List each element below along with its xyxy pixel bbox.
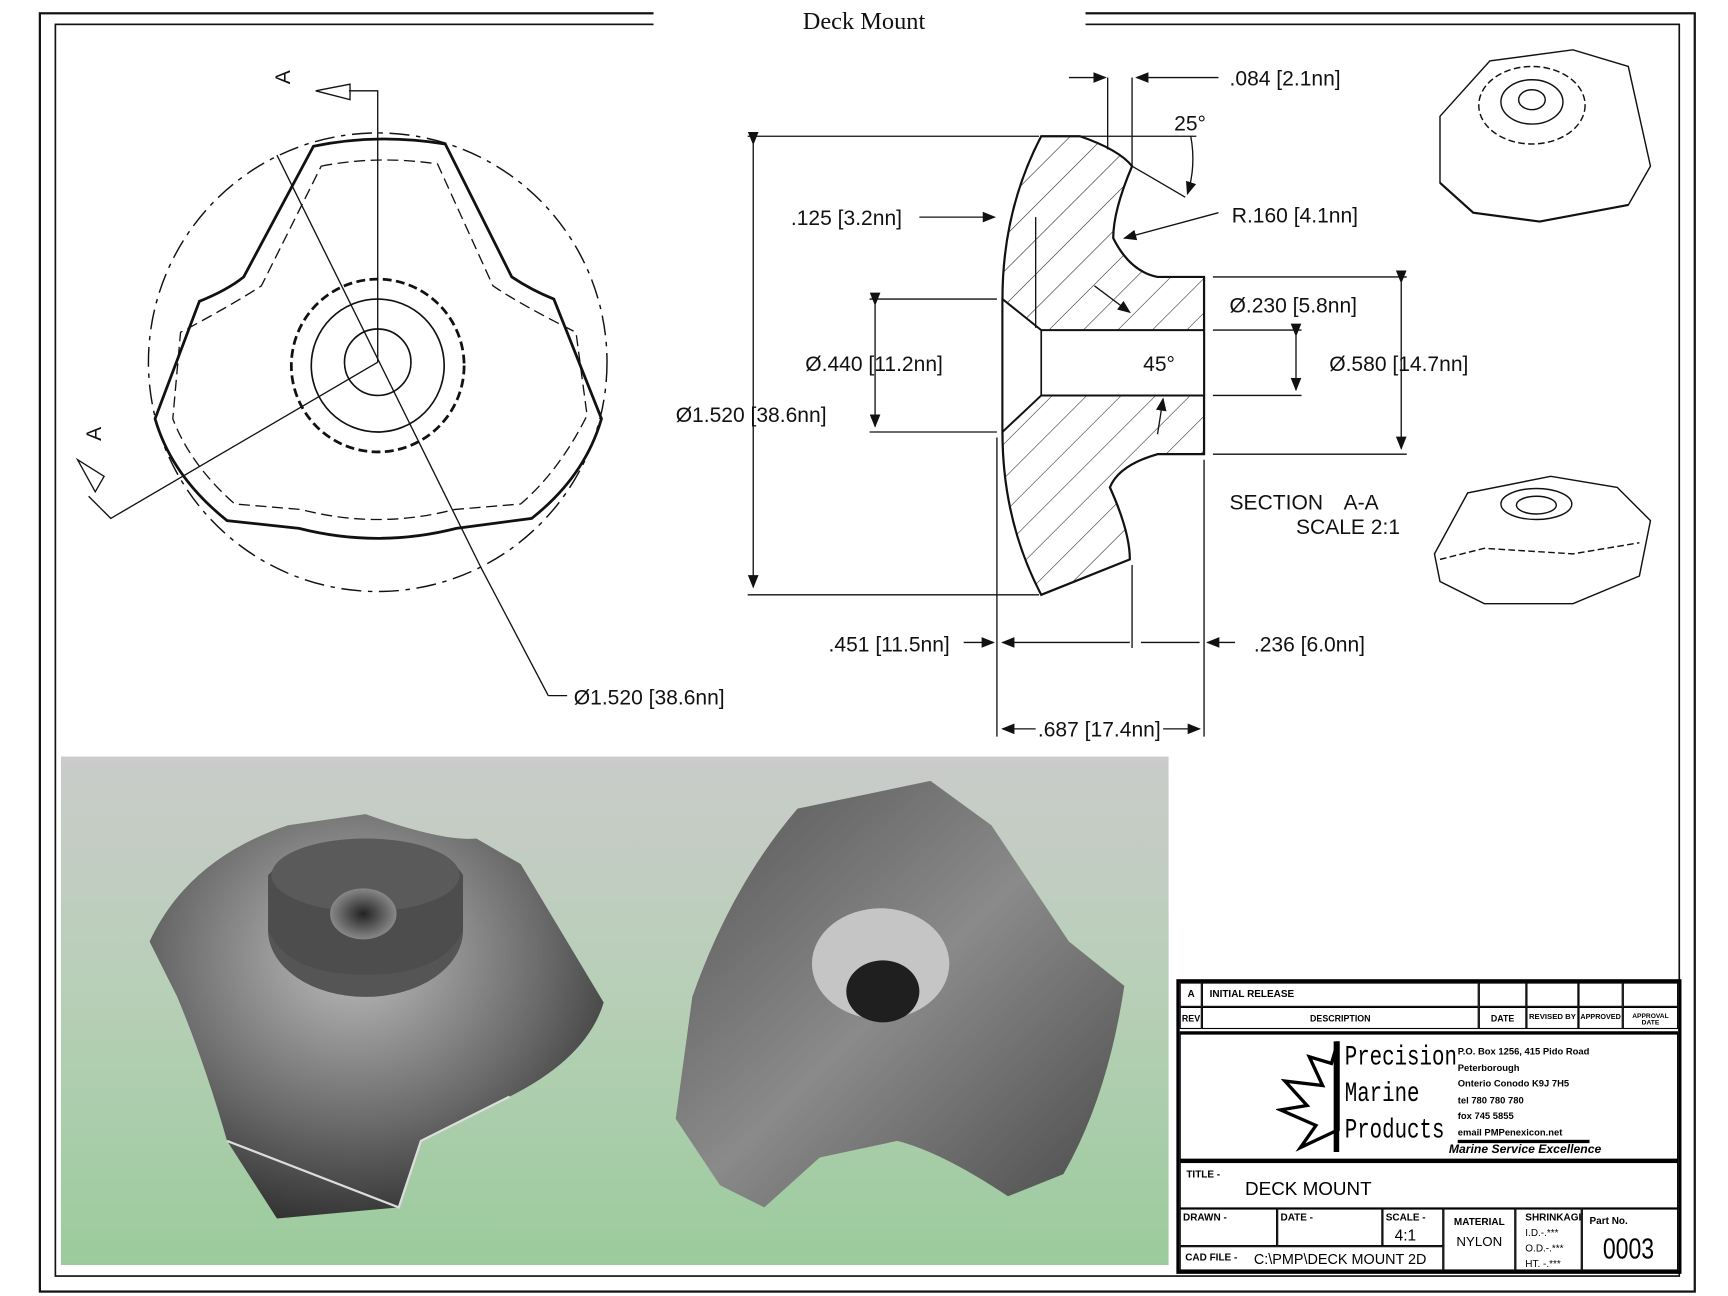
section-label: SECTION — [1230, 492, 1323, 515]
dim-angle-45: 45° — [1143, 353, 1175, 376]
render-knob-top — [149, 814, 604, 1219]
dim-top-width: .084 [2.1nn] — [1230, 67, 1341, 90]
rev-value: A — [1179, 982, 1202, 1007]
address-line: P.O. Box 1256, 415 Pido Road — [1457, 1045, 1590, 1057]
render-knob-bottom — [675, 780, 1125, 1208]
company-address: P.O. Box 1256, 415 Pido Road Peterboroug… — [1457, 1043, 1590, 1144]
dim-boss-height: .236 [6.0nn] — [1254, 633, 1365, 656]
company-name-line-3: Products — [1344, 1114, 1445, 1147]
cad-file-value: C:\PMP\DECK MOUNT 2D — [1253, 1250, 1427, 1268]
front-view — [75, 83, 608, 697]
header-approval-date: APPROVAL DATE — [1622, 1006, 1679, 1030]
address-fax: fox 745 5855 — [1457, 1109, 1514, 1121]
header-approved: APPROVED — [1578, 1006, 1623, 1030]
dim-hole-small: Ø.230 [5.8nn] — [1230, 294, 1357, 317]
dim-outer: Ø1.520 [38.6nn] — [676, 404, 827, 427]
shrinkage-ht: HT. -.*** — [1525, 1258, 1561, 1270]
header-rev: REV — [1179, 1006, 1202, 1030]
title-value: DECK MOUNT — [1245, 1178, 1372, 1200]
company-block: Precision Marine Products P.O. Box 1256,… — [1179, 1031, 1679, 1162]
shrinkage-id: I.D.-.*** — [1525, 1227, 1559, 1239]
company-slogan: Marine Service Excellence — [1448, 1143, 1602, 1157]
company-name-line-1: Precision — [1344, 1041, 1457, 1074]
drawn-label: DRAWN - — [1183, 1211, 1227, 1223]
dim-counterbore: Ø.440 [11.2nn] — [805, 353, 943, 376]
rev-description: INITIAL RELEASE — [1201, 982, 1479, 1007]
company-name-line-2: Marine — [1344, 1077, 1420, 1110]
dim-angle-25: 25° — [1174, 113, 1206, 136]
header-date: DATE — [1478, 1006, 1527, 1030]
dim-base-height: .451 [11.5nn] — [829, 633, 950, 656]
material-value: NYLON — [1456, 1233, 1503, 1250]
header-revised-by: REVISED BY — [1526, 1006, 1579, 1030]
material-label: MATERIAL — [1453, 1216, 1505, 1228]
section-view — [747, 72, 1407, 737]
section-scale: SCALE 2:1 — [1296, 516, 1400, 539]
header-description: DESCRIPTION — [1201, 1006, 1479, 1030]
scale-label: SCALE - — [1385, 1211, 1426, 1223]
title-block: A INITIAL RELEASE REV DESCRIPTION DATE R… — [1176, 979, 1682, 1274]
front-diameter-dim: Ø1.520 [38.6nn] — [574, 686, 725, 709]
sheet-title: Deck Mount — [802, 6, 926, 35]
scale-value: 4:1 — [1394, 1226, 1417, 1244]
dim-flange: .125 [3.2nn] — [791, 207, 902, 230]
part-no-label: Part No. — [1589, 1215, 1628, 1227]
dim-radius: R.160 [4.1nn] — [1232, 205, 1358, 228]
address-line: Peterborough — [1457, 1061, 1520, 1073]
address-line: Onterio Conodo K9J 7H5 — [1457, 1077, 1570, 1089]
shrinkage-od: O.D.-.*** — [1525, 1242, 1564, 1254]
rendered-3d-view — [60, 756, 1169, 1265]
dim-overall-height: .687 [17.4nn] — [1038, 719, 1161, 742]
address-phone: tel 780 780 780 — [1457, 1093, 1524, 1105]
title-field: TITLE - DECK MOUNT — [1179, 1161, 1679, 1209]
isometric-view-bottom — [1433, 475, 1652, 605]
part-no-value: 0003 — [1602, 1231, 1655, 1265]
dim-boss: Ø.580 [14.7nn] — [1329, 353, 1468, 376]
cut-label-a-left: A — [83, 427, 106, 441]
cut-label-a-top: A — [272, 70, 295, 84]
address-email: email PMPenexicon.net — [1457, 1125, 1563, 1138]
shrinkage-label: SHRINKAGE — [1525, 1211, 1582, 1223]
date-label: DATE - — [1280, 1211, 1313, 1223]
maple-leaf-logo — [1276, 1041, 1340, 1152]
title-label: TITLE - — [1186, 1168, 1221, 1180]
company-name: Precision Marine Products — [1345, 1039, 1457, 1149]
cad-file-label: CAD FILE - — [1185, 1251, 1238, 1263]
section-name: A-A — [1344, 492, 1379, 515]
isometric-view-top — [1439, 49, 1652, 223]
